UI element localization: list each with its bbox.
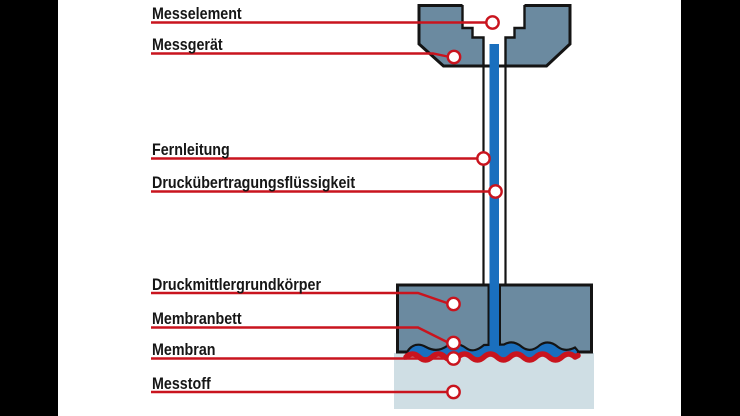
marker-druckmittlergrundkoerper	[446, 296, 461, 312]
messelement-cavity-fill	[462, 0, 525, 65]
label-fernleitung: Fernleitung	[152, 140, 230, 160]
marker-messtoff	[446, 384, 461, 400]
leader-messgeraet	[151, 52, 448, 58]
label-messelement-text: Messelement	[152, 4, 242, 23]
marker-membran	[446, 351, 461, 366]
label-messtoff-text: Messtoff	[152, 374, 211, 393]
marker-fernleitung	[476, 151, 491, 166]
label-messgeraet-text: Messgerät	[152, 35, 223, 54]
marker-membranbett	[446, 335, 461, 351]
label-druckmittlergrundkoerper: Druckmittlergrundkörper	[152, 275, 321, 295]
label-messtoff: Messtoff	[152, 374, 211, 394]
messelement-cavity-outline-left	[461, 5, 485, 65]
leader-membranbett	[151, 326, 448, 344]
leader-druckmittlergrundkoerper	[151, 291, 448, 305]
label-membranbett-text: Membranbett	[152, 309, 242, 328]
label-druckuebertragungsfluessigkeit: Druckübertragungsflüssigkeit	[152, 173, 355, 193]
label-druckuebertragungsfluessigkeit-text: Druckübertragungsflüssigkeit	[152, 173, 356, 192]
marker-messgeraet	[446, 49, 462, 65]
label-membranbett: Membranbett	[152, 309, 242, 329]
label-druckmittlergrundkoerper-text: Druckmittlergrundkörper	[152, 275, 322, 294]
right-letterbox-bar	[681, 0, 740, 416]
label-messelement: Messelement	[152, 4, 242, 24]
label-fernleitung-text: Fernleitung	[152, 140, 230, 159]
messelement-cavity-outline-right	[504, 5, 526, 65]
marker-messelement	[485, 15, 500, 30]
membrane-wave	[403, 351, 581, 363]
label-membran-text: Membran	[152, 340, 216, 359]
label-messgeraet: Messgerät	[152, 35, 223, 55]
label-membran: Membran	[152, 340, 215, 360]
left-letterbox-bar	[0, 0, 58, 416]
marker-druckuebertragungsfluessigkeit	[488, 184, 503, 199]
